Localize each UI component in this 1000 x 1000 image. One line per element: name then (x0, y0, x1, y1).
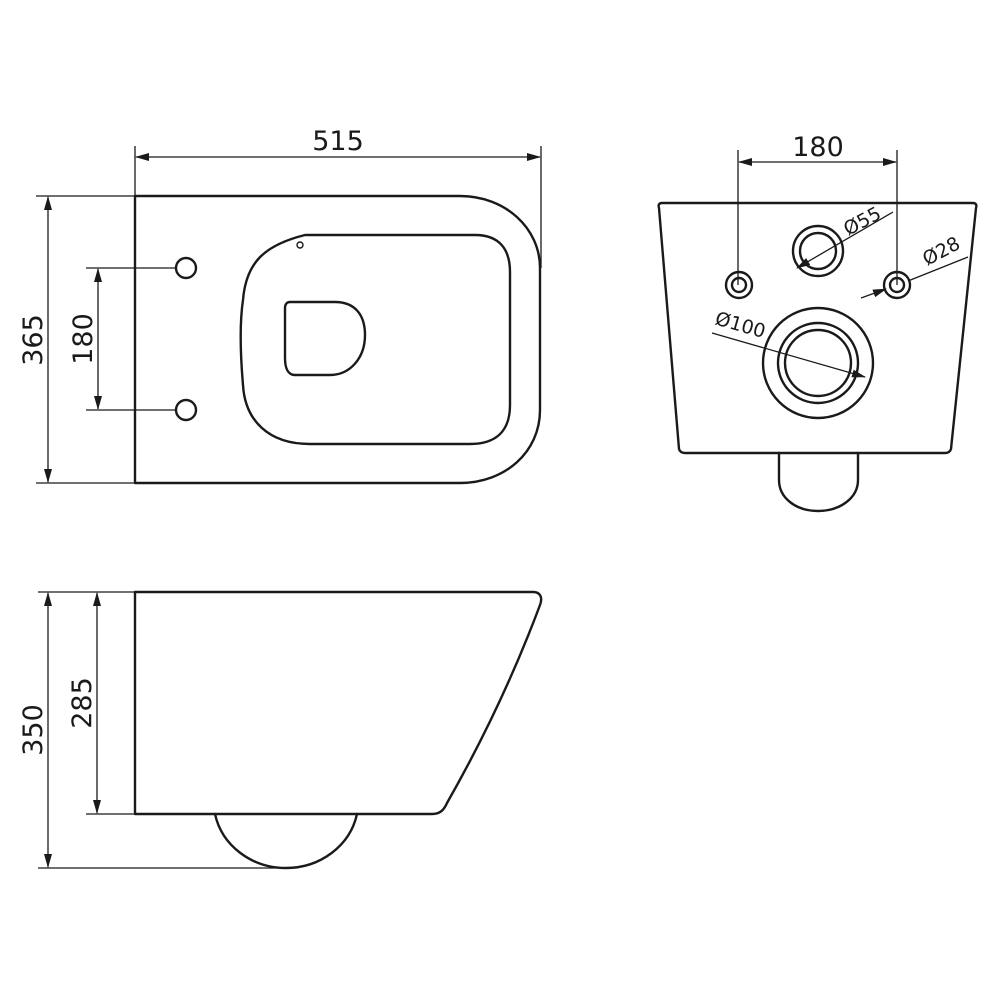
top-view-bolt-hole-lower (174, 398, 198, 422)
rear-view-water-inlet-outer (791, 224, 845, 278)
rear-view-outlet-middle (776, 321, 860, 405)
top-view: 515 365 180 (18, 126, 542, 485)
leader-bolt-hole-ext (907, 256, 969, 282)
dim-180-rear-label: 180 (792, 132, 844, 163)
side-view-spigot (213, 812, 359, 870)
top-view-outline (133, 194, 542, 485)
leader-water-inlet (796, 211, 894, 269)
leader-bolt-hole (860, 288, 887, 299)
dim-350-label: 350 (18, 704, 49, 756)
dia-28-label: Ø28 (919, 233, 964, 271)
top-view-rim-dot (296, 241, 304, 249)
dim-365-label: 365 (18, 314, 49, 366)
rear-view-bolt-hole-left-inner (730, 276, 748, 294)
rear-view-outline (657, 201, 978, 455)
side-view-outline (133, 590, 543, 816)
rear-view-outlet-outer (761, 306, 875, 420)
rear-view-water-inlet-inner (798, 231, 838, 271)
dim-515-label: 515 (312, 126, 364, 157)
top-view-drain-opening (283, 300, 367, 377)
leader-outlet (711, 332, 866, 378)
top-view-bowl (239, 233, 512, 446)
rear-view: 180 Ø55 Ø28 Ø100 (657, 132, 978, 513)
dia-55-label: Ø55 (840, 203, 885, 241)
side-view: 350 285 (18, 590, 543, 870)
rear-view-outlet-inner (783, 328, 853, 398)
top-view-bolt-hole-upper (174, 256, 198, 280)
dia-100-label: Ø100 (713, 308, 768, 343)
rear-view-spigot (777, 451, 860, 513)
rear-view-bolt-hole-left-outer (724, 270, 754, 300)
dim-285-label: 285 (67, 677, 98, 729)
dim-180-top-label: 180 (68, 313, 99, 365)
